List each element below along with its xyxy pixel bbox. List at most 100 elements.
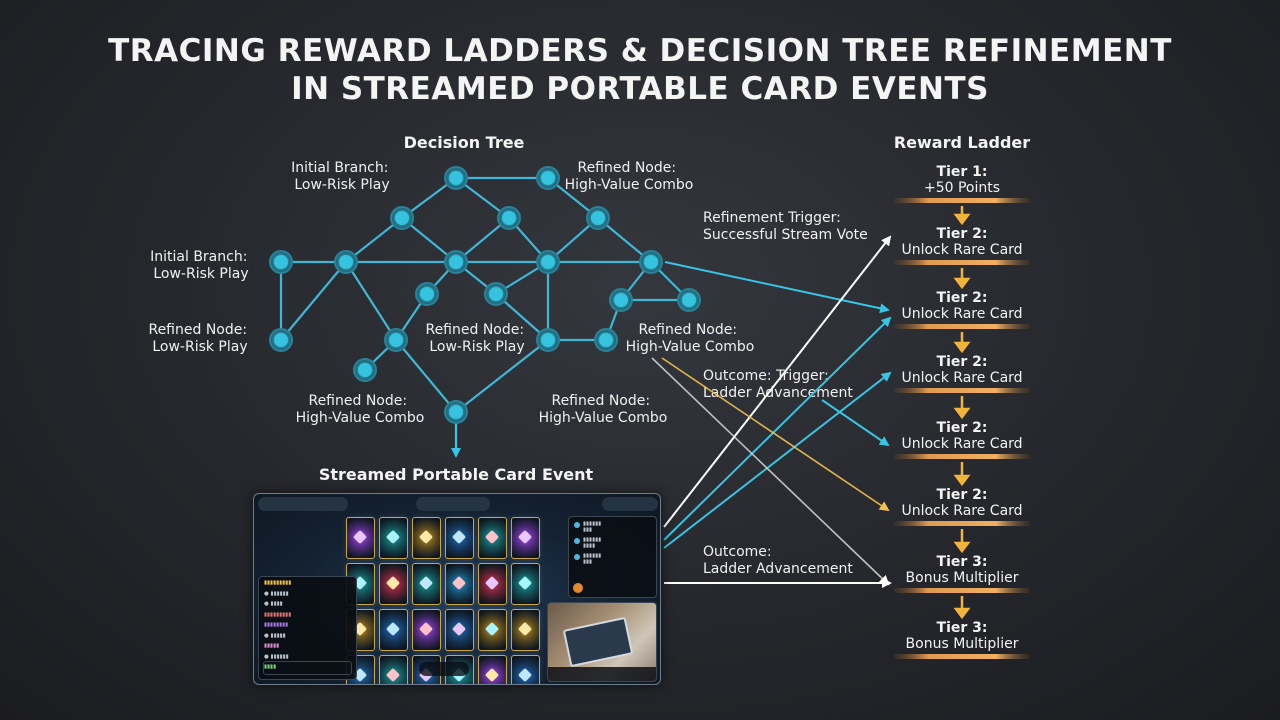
card-gem-icon bbox=[385, 575, 401, 591]
tier-title: Tier 2: bbox=[937, 354, 988, 370]
game-card[interactable] bbox=[478, 517, 507, 559]
game-card[interactable] bbox=[445, 563, 474, 605]
tree-edge bbox=[455, 339, 549, 413]
card-gem-icon bbox=[451, 621, 467, 637]
tree-node bbox=[390, 206, 414, 230]
tree-node bbox=[594, 328, 618, 352]
game-card[interactable] bbox=[346, 517, 375, 559]
tree-node bbox=[536, 328, 560, 352]
game-card[interactable] bbox=[511, 517, 540, 559]
tier-text: Unlock Rare Card bbox=[901, 306, 1022, 322]
tree-node bbox=[334, 250, 358, 274]
label-refined-left: Refined Node: Low-Risk Play bbox=[148, 322, 251, 355]
arrow-tree-to-ladder bbox=[664, 261, 890, 314]
label-refined-bottom-left: Refined Node: High-Value Combo bbox=[296, 393, 425, 426]
tree-node bbox=[353, 358, 377, 382]
playback-controls[interactable] bbox=[419, 662, 469, 676]
tier-title: Tier 2: bbox=[937, 487, 988, 503]
game-card[interactable] bbox=[379, 609, 408, 651]
tree-node bbox=[609, 288, 633, 312]
label-initial-top: Initial Branch: Low-Risk Play bbox=[291, 160, 393, 193]
title-line-2: IN STREAMED PORTABLE CARD EVENTS bbox=[291, 71, 989, 107]
tree-node bbox=[586, 206, 610, 230]
card-gem-icon bbox=[385, 621, 401, 637]
tree-node bbox=[444, 166, 468, 190]
annotation-refinement-trigger: Refinement Trigger: Successful Stream Vo… bbox=[703, 210, 868, 243]
streamer-avatar bbox=[573, 583, 583, 593]
card-gem-icon bbox=[484, 529, 500, 545]
game-card[interactable] bbox=[511, 609, 540, 651]
tier-bar bbox=[894, 388, 1030, 393]
tier-title: Tier 3: bbox=[937, 620, 988, 636]
game-card[interactable] bbox=[445, 609, 474, 651]
card-gem-icon bbox=[418, 529, 434, 545]
tier-title: Tier 2: bbox=[937, 226, 988, 242]
card-gem-icon bbox=[418, 575, 434, 591]
arrow-tree-to-tier3 bbox=[651, 357, 890, 586]
tree-node bbox=[269, 250, 293, 274]
game-card[interactable] bbox=[379, 655, 408, 684]
game-card[interactable] bbox=[412, 609, 441, 651]
tier-down-arrow bbox=[953, 396, 971, 420]
tier-down-arrow bbox=[953, 268, 971, 290]
tier-bar bbox=[894, 454, 1030, 459]
game-card[interactable] bbox=[511, 655, 540, 684]
game-card[interactable] bbox=[478, 655, 507, 684]
tier-title: Tier 1: bbox=[937, 164, 988, 180]
tier-bar bbox=[894, 198, 1030, 203]
tier-down-arrow bbox=[953, 206, 971, 226]
game-card[interactable] bbox=[412, 563, 441, 605]
ladder-tier: Tier 2:Unlock Rare Card bbox=[894, 354, 1030, 420]
page-title: TRACING REWARD LADDERS & DECISION TREE R… bbox=[0, 32, 1280, 108]
chat-input[interactable] bbox=[263, 661, 352, 675]
tree-node bbox=[444, 400, 468, 424]
title-line-1: TRACING REWARD LADDERS & DECISION TREE R… bbox=[108, 33, 1172, 69]
stream-event-panel: ▮▮▮▮▮▮▮▮▮ ● ▮▮▮▮▮▮ ● ▮▮▮▮ ▮▮▮▮▮▮▮▮▮ ▮▮▮▮… bbox=[253, 493, 661, 685]
ladder-tier: Tier 1:+50 Points bbox=[894, 164, 1030, 226]
card-gem-icon bbox=[517, 667, 533, 683]
tier-bar bbox=[894, 654, 1030, 659]
game-card[interactable] bbox=[379, 563, 408, 605]
chat-panel: ▮▮▮▮▮▮▮▮▮ ● ▮▮▮▮▮▮ ● ▮▮▮▮ ▮▮▮▮▮▮▮▮▮ ▮▮▮▮… bbox=[258, 576, 357, 680]
card-gem-icon bbox=[484, 575, 500, 591]
game-card[interactable] bbox=[412, 517, 441, 559]
game-card[interactable] bbox=[511, 563, 540, 605]
arrow-trigger-to-tier2d bbox=[821, 399, 890, 447]
reward-ladder-heading: Reward Ladder bbox=[894, 133, 1030, 152]
tier-bar bbox=[894, 324, 1030, 329]
ladder-tier: Tier 3:Bonus Multiplier bbox=[894, 620, 1030, 659]
tier-text: Bonus Multiplier bbox=[906, 636, 1019, 652]
tree-nodes bbox=[269, 166, 701, 424]
tier-text: Unlock Rare Card bbox=[901, 370, 1022, 386]
tree-node bbox=[677, 288, 701, 312]
tree-edge bbox=[280, 261, 347, 341]
tree-node bbox=[444, 250, 468, 274]
game-card[interactable] bbox=[379, 517, 408, 559]
arrow-stream-to-tier2b bbox=[663, 316, 892, 541]
card-gem-icon bbox=[484, 621, 500, 637]
tree-node bbox=[415, 282, 439, 306]
arrow-stream-to-tier2c bbox=[663, 371, 892, 549]
card-gem-icon bbox=[517, 621, 533, 637]
annotation-outcome: Outcome: Ladder Advancement bbox=[703, 544, 853, 577]
game-card[interactable] bbox=[478, 563, 507, 605]
ladder-tier: Tier 2:Unlock Rare Card bbox=[894, 420, 1030, 487]
decision-tree-heading: Decision Tree bbox=[404, 133, 525, 152]
webcam-bar bbox=[548, 667, 656, 681]
card-gem-icon bbox=[517, 529, 533, 545]
card-gem-icon bbox=[517, 575, 533, 591]
ladder-tier: Tier 3:Bonus Multiplier bbox=[894, 554, 1030, 620]
label-refined-center: Refined Node: Low-Risk Play bbox=[425, 322, 528, 355]
tree-node bbox=[639, 250, 663, 274]
streamer-badge[interactable] bbox=[258, 497, 348, 511]
stream-topbar bbox=[254, 494, 660, 514]
tier-text: Unlock Rare Card bbox=[901, 242, 1022, 258]
tier-down-arrow bbox=[953, 462, 971, 487]
label-initial-left: Initial Branch: Low-Risk Play bbox=[150, 249, 252, 282]
label-refined-right: Refined Node: High-Value Combo bbox=[626, 322, 755, 355]
tier-bar bbox=[894, 588, 1030, 593]
game-card[interactable] bbox=[478, 609, 507, 651]
tier-down-arrow bbox=[953, 332, 971, 354]
game-card[interactable] bbox=[445, 517, 474, 559]
tree-node bbox=[536, 250, 560, 274]
